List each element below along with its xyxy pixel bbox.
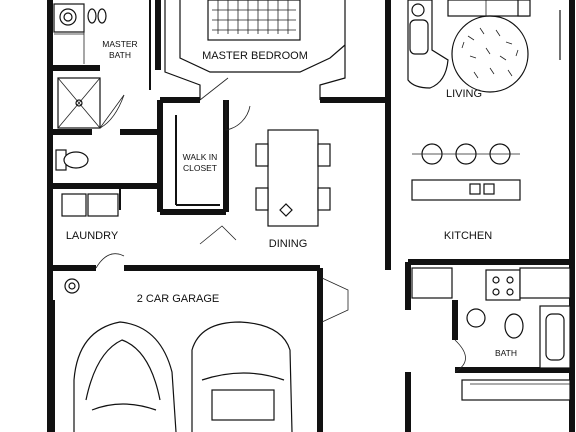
label-bath: BATH bbox=[495, 348, 517, 358]
kitchen-area bbox=[411, 143, 571, 301]
laundry-area bbox=[61, 193, 125, 294]
label-garage: 2 CAR GARAGE bbox=[137, 293, 220, 305]
living-area bbox=[407, 0, 561, 93]
label-laundry: LAUNDRY bbox=[66, 230, 119, 242]
label-walk-in-closet-line1: WALK IN bbox=[183, 152, 218, 162]
label-kitchen: KITCHEN bbox=[444, 230, 492, 242]
label-master-bath-line1: MASTER bbox=[102, 39, 137, 49]
label-living: LIVING bbox=[446, 88, 482, 100]
label-dining: DINING bbox=[269, 238, 308, 250]
label-walk-in-closet-line2: CLOSET bbox=[183, 163, 217, 173]
bath-fixtures bbox=[454, 305, 571, 401]
garage-area bbox=[73, 277, 349, 432]
master-bath-fixtures bbox=[53, 3, 125, 171]
room-labels: MASTER BATH MASTER BEDROOM LIVING WALK I… bbox=[66, 39, 517, 358]
label-master-bath-line2: BATH bbox=[109, 50, 131, 60]
kitchen-island bbox=[411, 179, 521, 201]
dining-area bbox=[199, 129, 331, 245]
dining-table bbox=[267, 129, 319, 227]
label-master-bedroom: MASTER BEDROOM bbox=[202, 50, 308, 62]
master-bedroom-area bbox=[164, 0, 346, 131]
